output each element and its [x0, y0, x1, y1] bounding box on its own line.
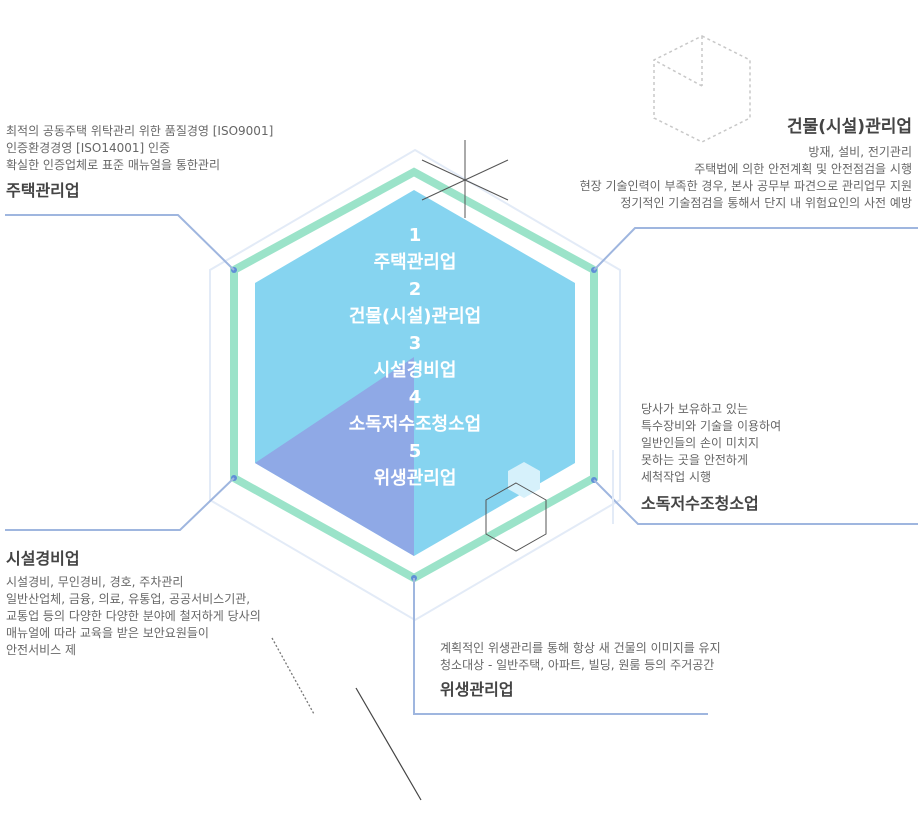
security-title: 시설경비업: [6, 549, 80, 568]
housing-title: 주택관리업: [6, 181, 80, 200]
building-line: 현장 기술인력이 부족한 경우, 본사 공무부 파견으로 관리업무 지원: [579, 179, 912, 193]
connector-line-sanitation: [413, 578, 708, 715]
housing-line: 확실한 인증업체로 표준 매뉴얼을 통한관리: [6, 158, 220, 172]
sanitation-block: 계획적인 위생관리를 통해 항상 새 건물의 이미지를 유지 청소대상 - 일반…: [440, 640, 840, 701]
disinfection-description: 당사가 보유하고 있는 특수장비와 기술을 이용하여 일반인들의 손이 미치지 …: [641, 401, 911, 486]
building-line: 방재, 설비, 전기관리: [808, 145, 912, 159]
center-number-2: 2: [408, 279, 422, 300]
disinfection-line: 특수장비와 기술을 이용하여: [641, 419, 782, 433]
sanitation-description: 계획적인 위생관리를 통해 항상 새 건물의 이미지를 유지 청소대상 - 일반…: [440, 640, 840, 674]
sanitation-title: 위생관리업: [440, 680, 514, 699]
disinfection-line: 당사가 보유하고 있는: [641, 402, 748, 416]
diagonal-line-deco: [355, 687, 422, 801]
inner-hexagon-shade: [255, 357, 414, 556]
security-line: 일반산업체, 금융, 의료, 유통업, 공공서비스기관,: [6, 592, 251, 606]
housing-line: 인증환경경영 [ISO14001] 인증: [6, 141, 171, 155]
disinfection-line: 세척작업 시행: [641, 470, 712, 484]
disinfection-line: 일반인들의 손이 미치지: [641, 436, 760, 450]
security-line: 교통업 등의 다양한 다양한 분야에 철저하게 당사의: [6, 609, 261, 623]
security-line: 안전서비스 제: [6, 643, 77, 657]
center-label-1: 주택관리업: [373, 252, 457, 273]
disinfection-block: 당사가 보유하고 있는 특수장비와 기술을 이용하여 일반인들의 손이 미치지 …: [641, 401, 911, 515]
security-description: 시설경비, 무인경비, 경호, 주차관리 일반산업체, 금융, 의료, 유통업,…: [6, 574, 336, 659]
center-number-1: 1: [408, 225, 422, 246]
sanitation-line: 계획적인 위생관리를 통해 항상 새 건물의 이미지를 유지: [440, 641, 721, 655]
connector-line-disinfection: [593, 479, 918, 525]
center-label-3: 시설경비업: [373, 360, 457, 381]
housing-block: 최적의 공동주택 위탁관리 위한 품질경영 [ISO9001] 인증환경경영 […: [6, 123, 336, 202]
connector-line-housing: [5, 214, 235, 271]
sanitation-line: 청소대상 - 일반주택, 아파트, 빌딩, 원룸 등의 주거공간: [440, 658, 715, 672]
building-line: 정기적인 기술점검을 통해서 단지 내 위험요인의 사전 예방: [620, 196, 912, 210]
disinfection-line: 못하는 곳을 안전하게: [641, 453, 748, 467]
building-line: 주택법에 의한 안전계획 및 안전점검을 시행: [694, 162, 912, 176]
housing-line: 최적의 공동주택 위탁관리 위한 품질경영 [ISO9001]: [6, 124, 274, 138]
small-hexagon-outline: [485, 482, 547, 552]
center-service-list: 1 주택관리업 2 건물(시설)관리업 3 시설경비업 4 소독저수조청소업 5…: [310, 222, 520, 492]
connector-line-building: [593, 227, 918, 271]
building-title: 건물(시설)관리업: [786, 117, 912, 137]
center-number-5: 5: [408, 441, 422, 462]
building-block: 건물(시설)관리업 방재, 설비, 전기관리 주택법에 의한 안전계획 및 안전…: [480, 116, 912, 212]
center-label-5: 위생관리업: [373, 468, 457, 489]
disinfection-title: 소독저수조청소업: [641, 494, 759, 513]
security-line: 매뉴얼에 따라 교육을 받은 보안요원들이: [6, 626, 209, 640]
small-hexagon-light: [508, 462, 540, 498]
center-number-4: 4: [408, 387, 422, 408]
security-block: 시설경비업 시설경비, 무인경비, 경호, 주차관리 일반산업체, 금융, 의료…: [6, 548, 336, 659]
center-label-2: 건물(시설)관리업: [348, 306, 482, 327]
security-line: 시설경비, 무인경비, 경호, 주차관리: [6, 575, 184, 589]
building-description: 방재, 설비, 전기관리 주택법에 의한 안전계획 및 안전점검을 시행 현장 …: [480, 144, 912, 212]
center-label-4: 소독저수조청소업: [348, 414, 482, 435]
dotted-diagonal-deco: [271, 637, 315, 715]
dashed-cube-deco: [653, 35, 751, 143]
center-number-3: 3: [408, 333, 422, 354]
housing-description: 최적의 공동주택 위탁관리 위한 품질경영 [ISO9001] 인증환경경영 […: [6, 123, 336, 174]
connector-line-security: [5, 477, 235, 531]
